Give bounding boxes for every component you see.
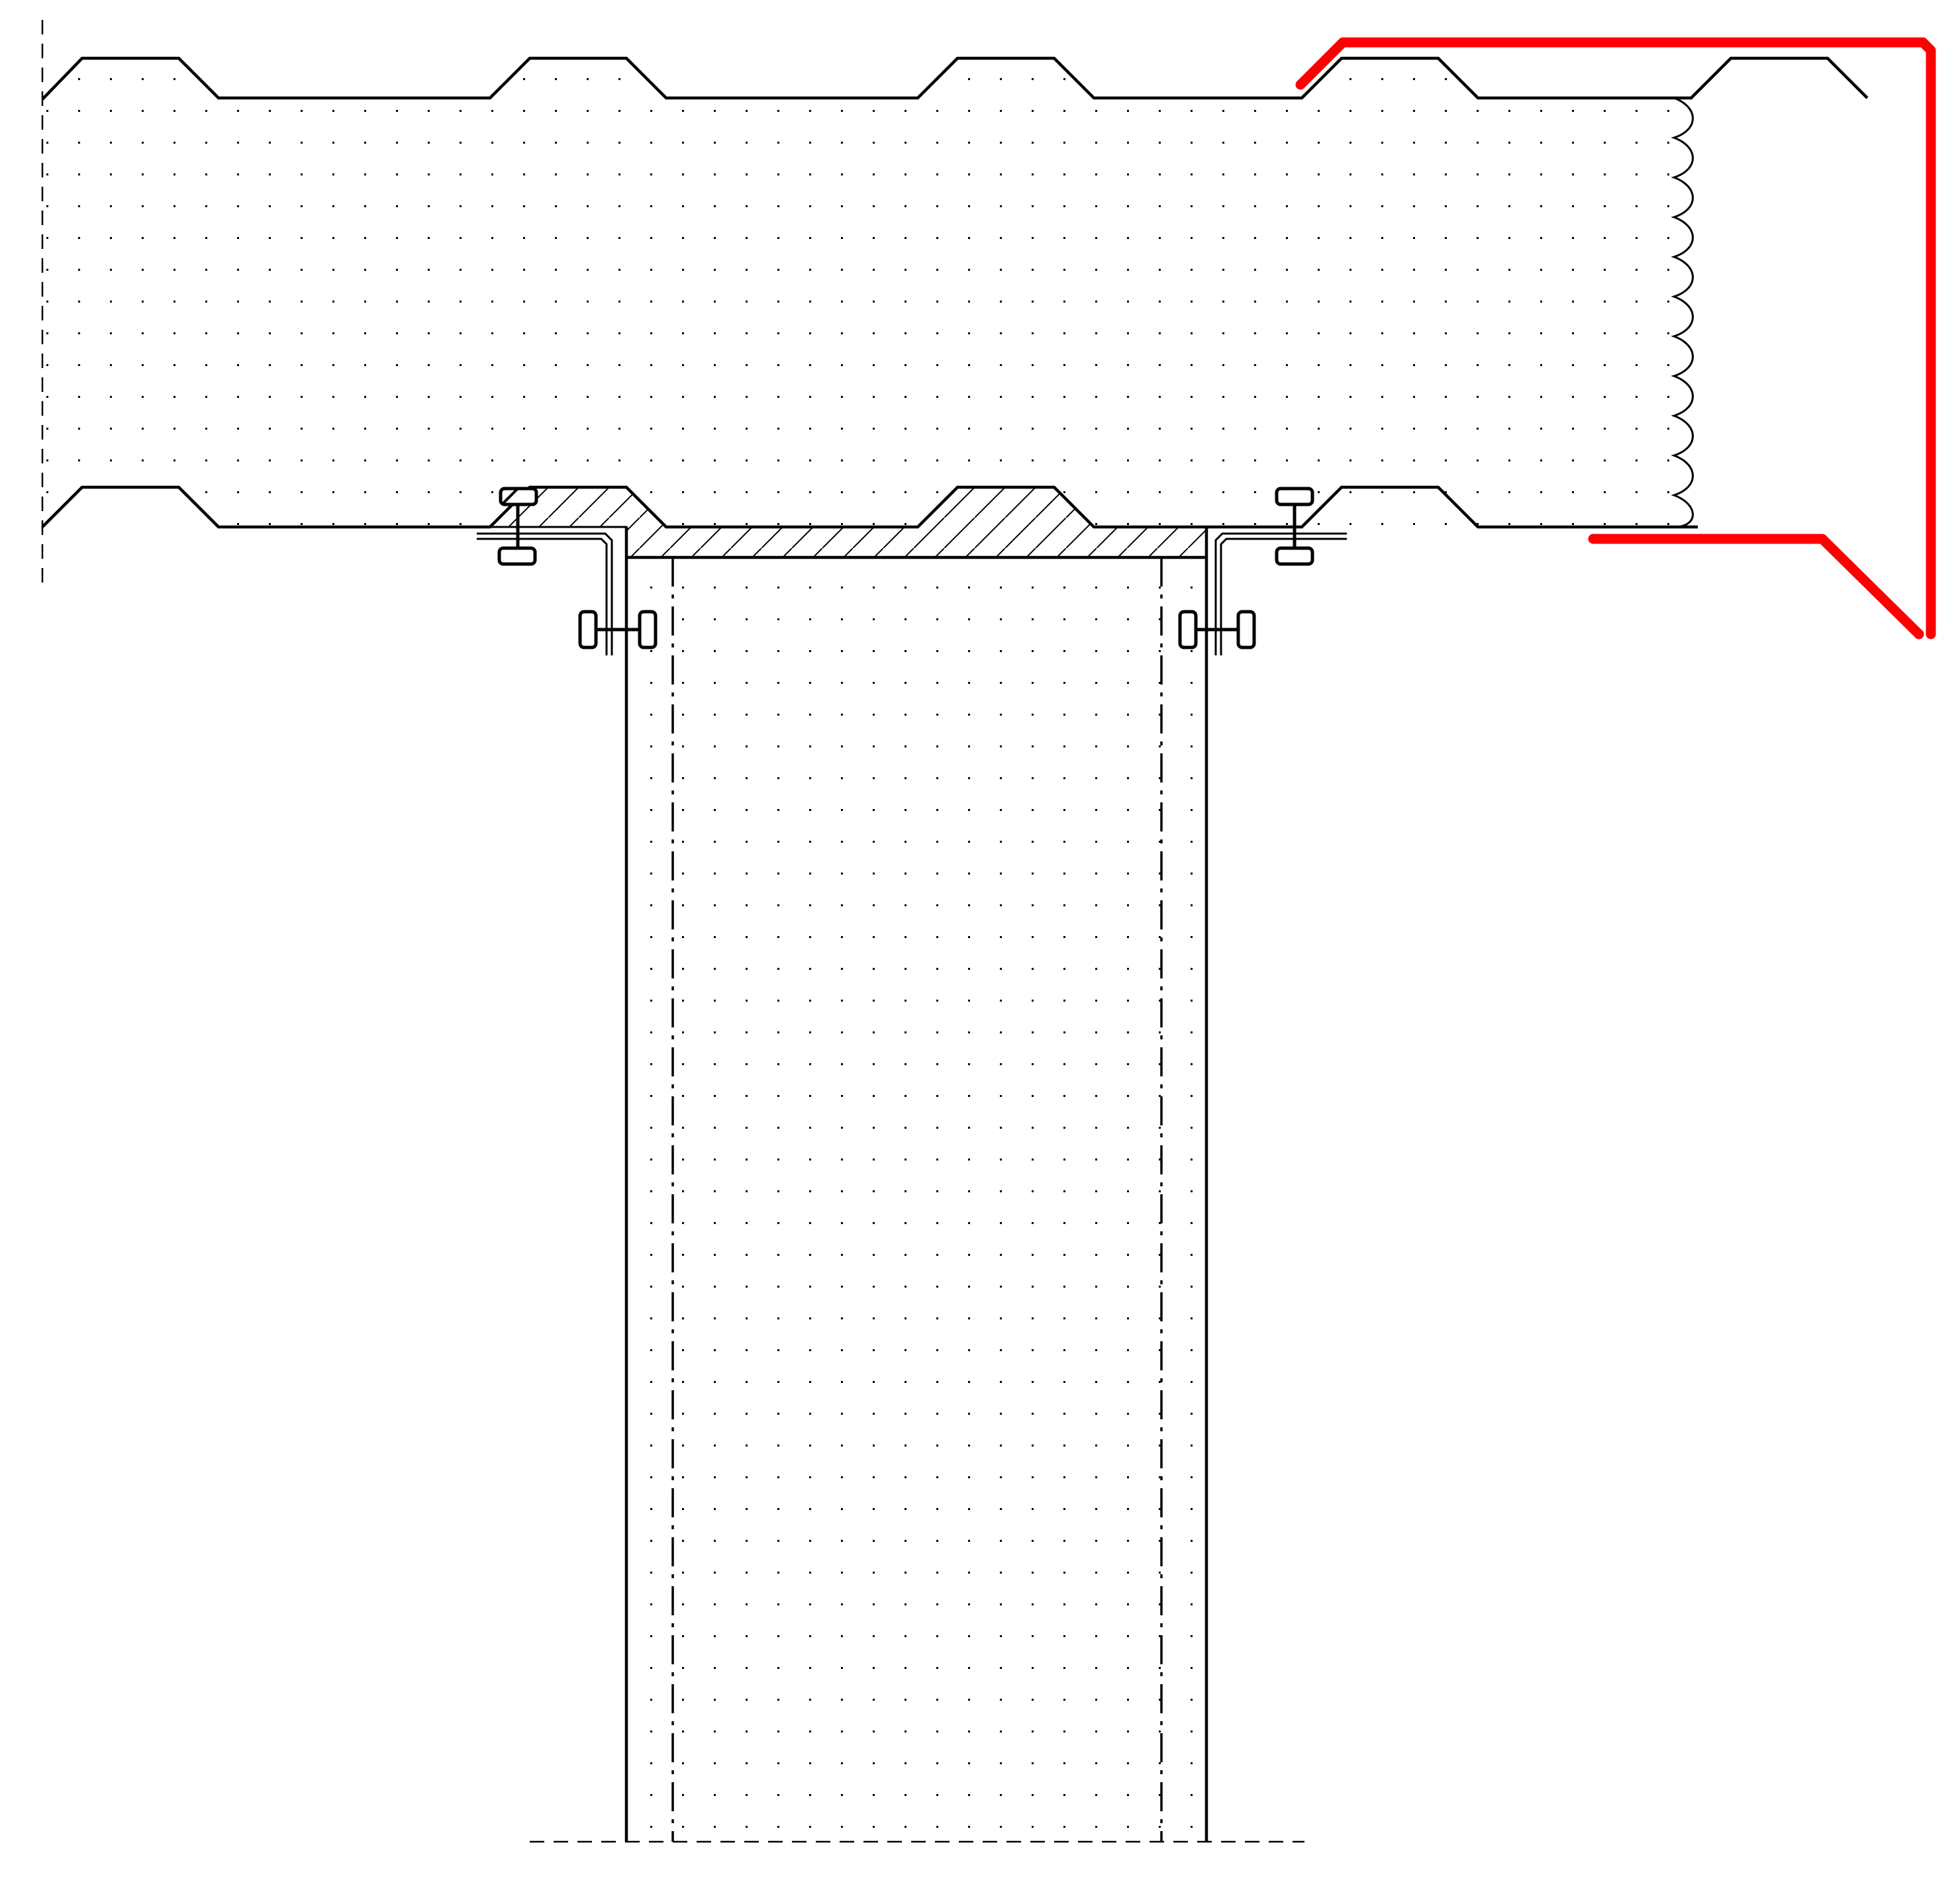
- corrugated-outer-skin: [41, 56, 1869, 101]
- screw-top-right: [1275, 487, 1314, 566]
- wall-sandwich-panel: [530, 527, 1304, 1843]
- self-tapping-screws: [497, 487, 1314, 649]
- insulation-core: [42, 58, 1695, 527]
- foam-seal-edge: [1671, 97, 1694, 528]
- red-edge-flashing: [1295, 37, 1936, 640]
- screw-top-left: [497, 487, 538, 566]
- angle-bracket-right: [1214, 532, 1347, 655]
- angle-bracket-left: [477, 532, 613, 655]
- screw-side-left: [578, 610, 658, 649]
- screw-side-right: [1178, 610, 1256, 649]
- flashing-top-profile: [1295, 37, 1936, 640]
- flashing-bottom-return: [1588, 534, 1924, 640]
- wall-insulation-core: [626, 557, 1206, 1842]
